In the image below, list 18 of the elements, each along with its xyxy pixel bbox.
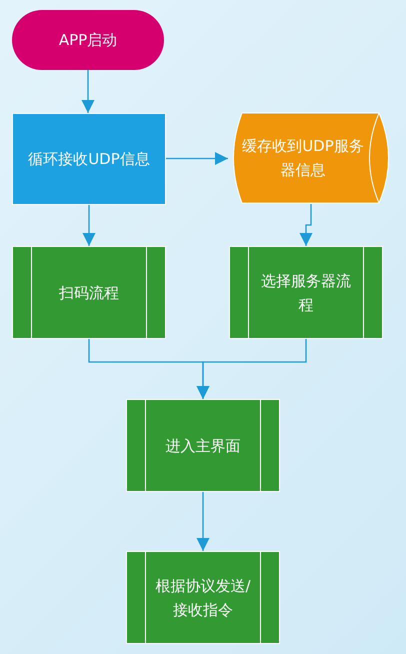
node-text: 循环接收UDP信息 — [28, 149, 150, 170]
arrow — [196, 339, 307, 399]
predefined-process-box — [229, 246, 383, 339]
predefined-process-box — [12, 246, 166, 339]
predefined-process-box — [126, 551, 280, 644]
predefined-process-box — [126, 399, 280, 492]
arrow — [82, 70, 94, 113]
process-box — [12, 113, 166, 205]
node-text: 进入主界面 — [166, 436, 240, 456]
node-text: 根据协议发送/接收指令 — [154, 576, 252, 620]
node-text: 选择服务器流程 — [260, 270, 352, 316]
node-text: 扫码流程 — [59, 282, 119, 304]
node-text: 缓存收到UDP服务器信息 — [241, 136, 365, 181]
arrow — [166, 152, 228, 165]
arrow — [82, 205, 96, 246]
arrow — [196, 492, 210, 551]
arrow — [300, 204, 312, 246]
node-text: APP启动 — [58, 30, 118, 51]
